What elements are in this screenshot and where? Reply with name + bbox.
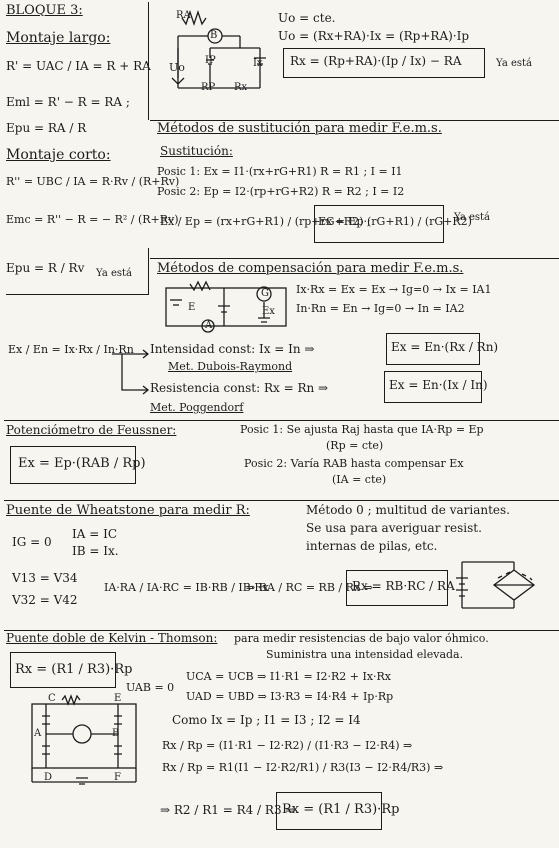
wheatstone-v13: V13 = V34 [12,571,78,585]
wheatstone-result: Rx = RB·RC / RA [352,579,455,593]
kelvin-label-b: B [112,728,120,739]
feussner-posic1-note: (Rp = cte) [326,439,384,452]
top-circuit-note: Ya está [496,58,532,69]
wheatstone-metodo-line1: Método 0 ; multitud de variantes. [306,503,510,517]
feussner-posic2-note: (IA = cte) [332,473,387,486]
intensidad-result: Ex = En·(Rx / Rn) [391,340,499,354]
compensacion-heading: Métodos de compensación para medir F.e.m… [157,261,464,276]
wheatstone-ratio-simplified: ⇒ RA / RC = RB / Rx ⇒ [246,581,373,594]
resistencia-const: Resistencia const: Rx = Rn ⇒ [150,381,329,395]
kelvin-label-c: C [48,693,56,704]
compensation-circuit [165,280,287,333]
comp-label-g: G [261,288,269,299]
wheatstone-ib: IB = Ix. [72,544,119,558]
label-rp: RP [201,82,216,93]
intensidad-result-box [386,333,480,365]
column-divider [148,2,150,120]
rule-sustitucion-top [150,120,559,122]
kelvin-result-box [10,652,116,688]
sustitucion-posic1: Posic 1: Ex = I1·(rx+rG+R1) R = R1 ; I =… [157,165,403,178]
wheatstone-ratio: IA·RA / IA·RC = IB·RB / IB·Rx [104,581,269,594]
compensacion-branch-arrows [112,349,150,395]
kelvin-ratio2: Rx / Rp = R1(I1 − I2·R2/R1) / R3(I3 − I2… [162,761,444,774]
montaje-largo-eml: Eml = R' − R = RA ; [6,95,130,109]
comp-label-ex: Ex [262,306,275,317]
rule-wheatstone-top [4,500,559,502]
kelvin-description-line2: Suministra una intensidad elevada. [266,648,464,661]
wheatstone-bridge-diagram [456,561,536,609]
resistencia-result: Ex = En·(Ix / In) [389,378,488,392]
kelvin-label-e: E [114,693,122,704]
kelvin-label-d: D [44,772,53,783]
kelvin-eq2: UAD = UBD ⇒ I3·R3 = I4·R4 + Ip·Rp [186,690,394,703]
intensidad-const: Intensidad const: Ix = In ⇒ [150,342,315,356]
rule-feussner-top [4,420,559,422]
sustitucion-result: Ex = Ep·(rG+R1) / (rG+R2) [318,215,472,228]
kelvin-result-box-text: Rx = (R1 / R3)·Rp [15,662,133,677]
wheatstone-metodo-line2: Se usa para averiguar resist. [306,521,482,535]
label-b: B [210,30,218,41]
kelvin-label-f: F [114,772,121,783]
compensacion-ratio: Ex / En = Ix·Rx / In·Rn [8,343,134,356]
montaje-largo-epu: Epu = RA / R [6,121,87,135]
sustitucion-result-box [314,205,444,243]
kelvin-final-box [276,792,382,830]
montaje-largo-r-prime: R' = UAC / IA = R + RA [6,59,151,73]
block-title: BLOQUE 3: [6,3,83,18]
wheatstone-result-box [346,570,448,606]
sustitucion-posic2: Posic 2: Ep = I2·(rp+rG+R2) R = R2 ; I =… [157,185,405,198]
metodo-poggendorf: Met. Poggendorf [150,401,244,414]
montaje-largo-heading: Montaje largo: [6,30,111,46]
resistencia-result-box [384,371,482,403]
kelvin-uab: UAB = 0 [126,681,175,694]
kelvin-condition: ⇒ R2 / R1 = R4 / R3 ⇒ [160,803,296,817]
rule-kelvin-top [4,630,559,632]
rx-result: Rx = (Rp+RA)·(Ip / Ix) − RA [290,54,462,68]
montaje-corto-note: Ya está [96,268,132,279]
label-ra: RA [176,10,191,21]
compensacion-eq2: In·Rn = En → Ig=0 → In = IA2 [296,302,465,315]
voltmeter-ammeter-circuit [171,9,266,89]
sustitucion-heading: Métodos de sustitución para medir F.e.m.… [157,121,442,136]
metodo-dubois-raymond: Met. Dubois-Raymond [168,360,293,373]
montaje-corto-r-double-prime: R'' = UBC / IA = R·Rv / (R+Rv) [6,175,180,188]
label-ip: IP [205,55,216,66]
label-ix: Ix [253,58,263,69]
wheatstone-v32: V32 = V42 [12,593,78,607]
comp-label-e: E [188,302,196,313]
label-uo: Uo [169,61,185,74]
wheatstone-metodo-line3: internas de pilas, etc. [306,539,438,553]
kelvin-como: Como Ix = Ip ; I1 = I3 ; I2 = I4 [172,713,361,727]
kelvin-bridge-diagram [31,694,137,785]
rule-compensacion-top [150,258,559,260]
feussner-posic1: Posic 1: Se ajusta Raj hasta que IA·Rp =… [240,423,484,436]
feussner-result: Ex = Ep·(RAB / Rp) [18,456,146,471]
kelvin-final: Rx = (R1 / R3)·Rp [282,802,400,817]
wheatstone-ig: IG = 0 [12,535,52,549]
kelvin-eq1: UCA = UCB ⇒ I1·R1 = I2·R2 + Ix·Rx [186,670,392,683]
compensacion-eq1: Ix·Rx = Ex = Ex → Ig=0 → Ix = IA1 [296,283,492,296]
wheatstone-ia: IA = IC [72,527,118,541]
sustitucion-ratio: Ex / Ep = (rx+rG+R1) / (rp+rG+R2) ; [160,215,371,228]
rx-result-box [283,48,485,78]
column-divider-lower [148,248,150,294]
uo-equation: Uo = (Rx+RA)·Ix = (Rp+RA)·Ip [278,29,470,43]
montaje-corto-heading: Montaje corto: [6,147,111,163]
montaje-corto-emc: Emc = R'' − R = − R² / (R+Rv) [6,213,179,226]
feussner-posic2: Posic 2: Varía RAB hasta compensar Ex [244,457,464,470]
uo-constant: Uo = cte. [278,11,336,25]
kelvin-description-line1: para medir resistencias de bajo valor óh… [234,632,489,645]
wheatstone-heading: Puente de Wheatstone para medir R: [6,503,250,518]
comp-label-a: A [205,320,213,331]
kelvin-ratio1: Rx / Rp = (I1·R1 − I2·R2) / (I1·R3 − I2·… [162,739,413,752]
sustitucion-subheading: Sustitución: [160,144,233,158]
kelvin-label-a: A [34,728,42,739]
feussner-result-box [10,446,136,484]
kelvin-heading: Puente doble de Kelvin - Thomson: [6,631,218,645]
montaje-corto-epu: Epu = R / Rv [6,261,85,275]
left-column-bottom-rule [6,294,149,296]
sustitucion-note: Ya está [454,212,490,223]
label-rx: Rx [234,82,248,93]
feussner-heading: Potenciómetro de Feussner: [6,423,177,437]
